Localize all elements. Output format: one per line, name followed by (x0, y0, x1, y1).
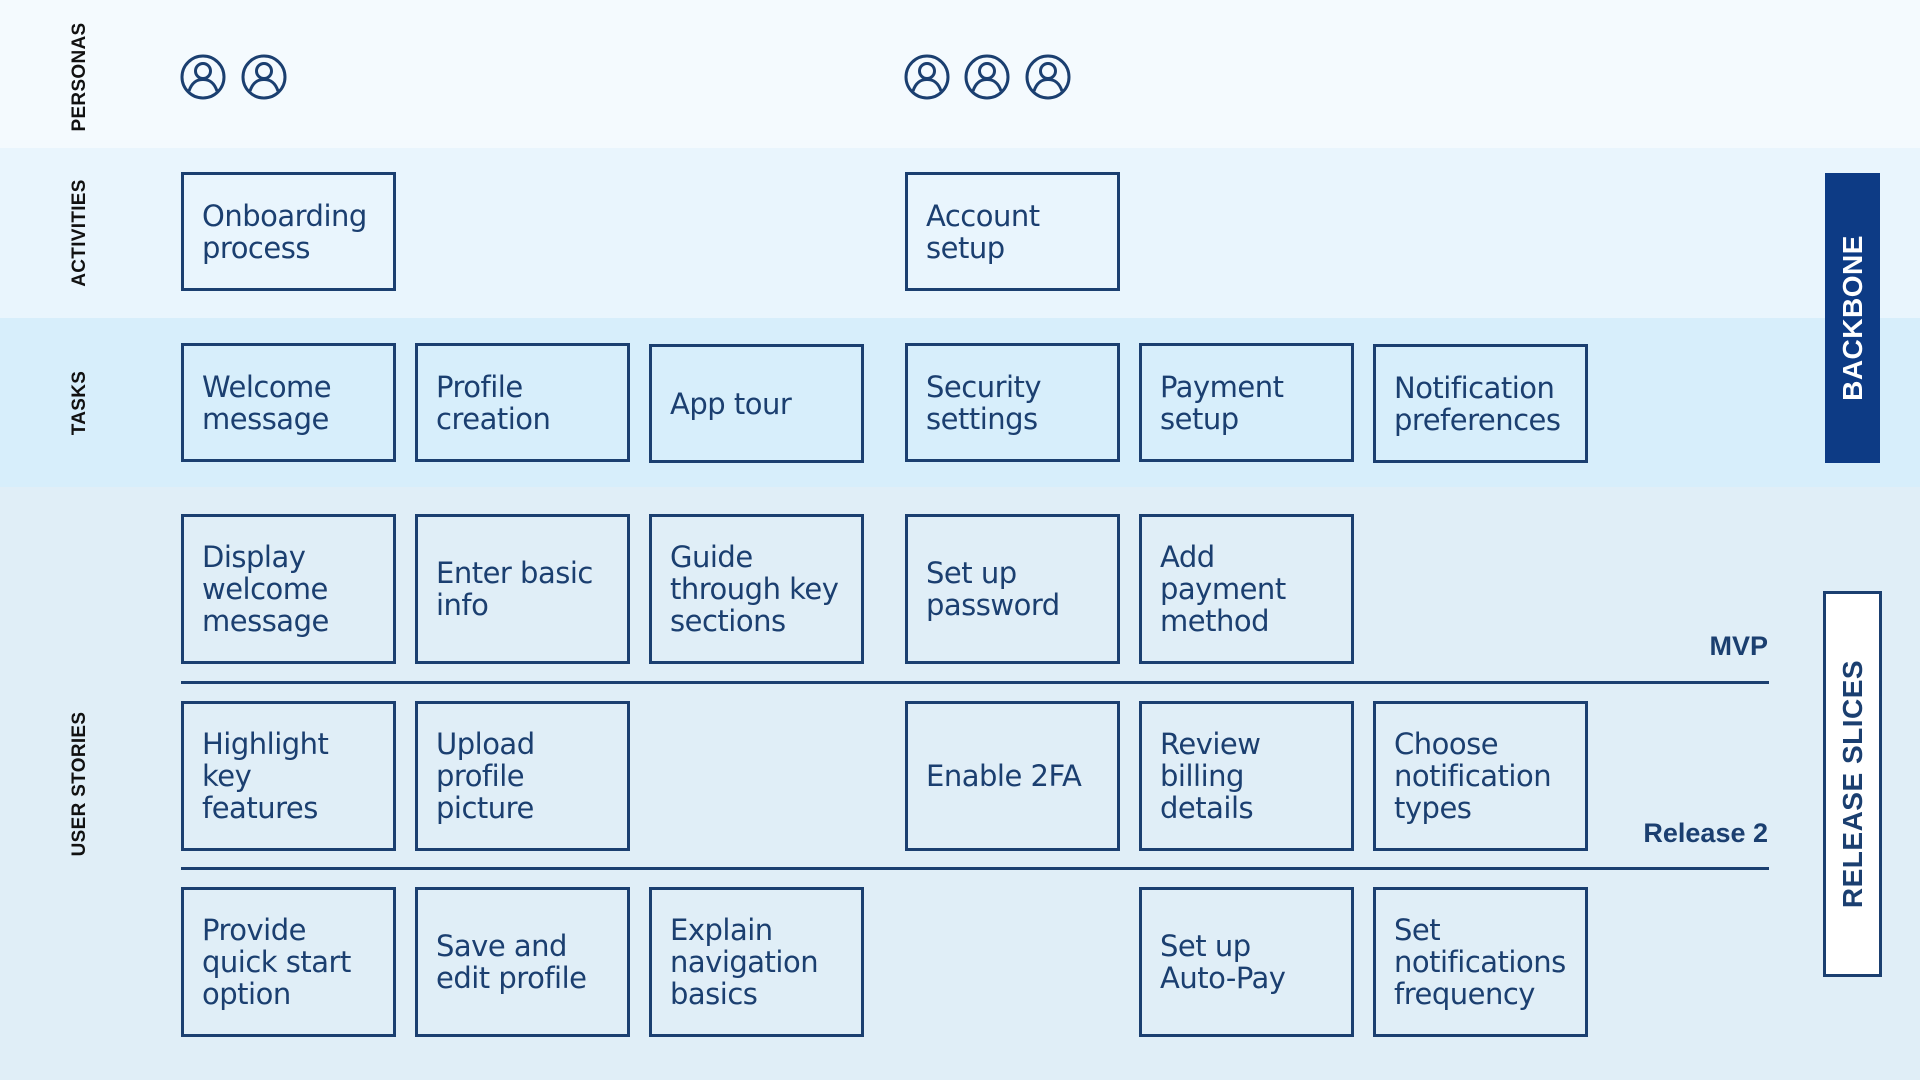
slice-divider-mvp (181, 681, 1769, 684)
activity-card-account-setup[interactable]: Account setup (905, 172, 1120, 291)
user-circle-icon (1025, 54, 1071, 100)
story-card[interactable]: Choose notification types (1373, 701, 1588, 851)
release-slices-label-box: RELEASE SLICES (1823, 591, 1882, 977)
story-card[interactable]: Display welcome message (181, 514, 396, 664)
backbone-label: BACKBONE (1836, 235, 1868, 401)
backbone-label-box: BACKBONE (1825, 173, 1880, 463)
release-slices-label: RELEASE SLICES (1836, 659, 1868, 909)
task-card[interactable]: Welcome message (181, 343, 396, 462)
row-label-personas: PERSONAS (69, 22, 90, 132)
slice-label-mvp: MVP (1709, 631, 1768, 661)
story-card[interactable]: Enter basic info (415, 514, 630, 664)
user-circle-icon (964, 54, 1010, 100)
story-card[interactable]: Upload profile picture (415, 701, 630, 851)
story-card[interactable]: Highlight key features (181, 701, 396, 851)
story-card[interactable]: Set notifications frequency (1373, 887, 1588, 1037)
row-label-activities: ACTIVITIES (69, 179, 90, 287)
task-card[interactable]: Notification preferences (1373, 344, 1588, 463)
row-label-tasks: TASKS (69, 370, 90, 436)
task-card[interactable]: Payment setup (1139, 343, 1354, 462)
story-card[interactable]: Guide through key sections (649, 514, 864, 664)
user-circle-icon (241, 54, 287, 100)
story-card[interactable]: Review billing details (1139, 701, 1354, 851)
task-card[interactable]: Profile creation (415, 343, 630, 462)
story-card[interactable]: Provide quick start option (181, 887, 396, 1037)
story-card[interactable]: Enable 2FA (905, 701, 1120, 851)
story-card[interactable]: Explain navigation basics (649, 887, 864, 1037)
activity-card-onboarding[interactable]: Onboarding process (181, 172, 396, 291)
user-circle-icon (180, 54, 226, 100)
story-card[interactable]: Save and edit profile (415, 887, 630, 1037)
task-card[interactable]: Security settings (905, 343, 1120, 462)
task-card[interactable]: App tour (649, 344, 864, 463)
story-card[interactable]: Add payment method (1139, 514, 1354, 664)
slice-divider-release-2 (181, 867, 1769, 870)
story-card[interactable]: Set up Auto-Pay (1139, 887, 1354, 1037)
row-label-user-stories: USER STORIES (69, 711, 90, 857)
personas-band (0, 0, 1920, 148)
user-circle-icon (904, 54, 950, 100)
story-card[interactable]: Set up password (905, 514, 1120, 664)
slice-label-release-2: Release 2 (1643, 818, 1768, 848)
